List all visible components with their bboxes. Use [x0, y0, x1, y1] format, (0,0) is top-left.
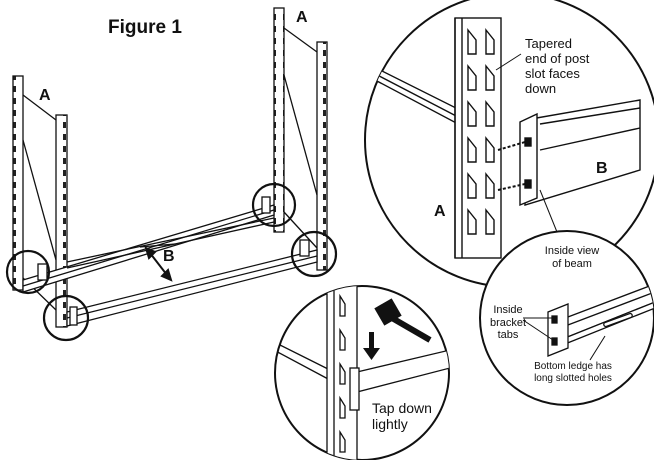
callout-line: of beam [552, 257, 592, 270]
callout-line: Tap down [372, 400, 432, 416]
callout-line: end of post [525, 50, 590, 66]
connection-circles [5, 182, 338, 342]
beam-arrow [144, 246, 173, 282]
right-frame-back-post [273, 7, 285, 233]
callout-line: long slotted holes [534, 372, 612, 384]
frame-a-label-right: A [296, 9, 308, 26]
inside-view-callout: Inside view of beam [537, 245, 607, 270]
ledge-callout: Bottom ledge has long slotted holes [528, 361, 618, 384]
frame-a-label-left: A [39, 87, 51, 104]
front-beam-b [66, 243, 318, 327]
left-frame-front-post [55, 114, 68, 328]
callout-line: bracket [489, 316, 527, 329]
detail-post-a-label: A [434, 203, 446, 220]
beam-b-label: B [163, 248, 175, 265]
callout-line: tabs [497, 329, 519, 342]
callout-line: down [525, 80, 557, 96]
right-frame-front-post [316, 41, 328, 271]
tap-down-detail-view [274, 285, 450, 460]
arrow-down-icon [363, 332, 380, 360]
left-frame-back-post [12, 75, 24, 291]
callout-line: Inside [493, 304, 523, 316]
detail-beam-b-label: B [596, 160, 608, 177]
callout-line: lightly [372, 416, 408, 433]
figure-title: Figure 1 [108, 17, 182, 38]
tapered-slot-callout: Tapered end of post slot faces down [525, 36, 590, 97]
callout-line: Bottom ledge has [534, 361, 612, 372]
callout-line: Inside view [544, 245, 600, 257]
hammer-icon [374, 298, 432, 343]
tap-down-callout: Tap down lightly [372, 400, 432, 432]
bracket-tabs-callout: Inside bracket tabs [487, 304, 529, 342]
callout-line: slot faces [525, 65, 580, 81]
callout-line: Tapered [525, 36, 572, 51]
inside-beam-detail-view [479, 230, 654, 406]
